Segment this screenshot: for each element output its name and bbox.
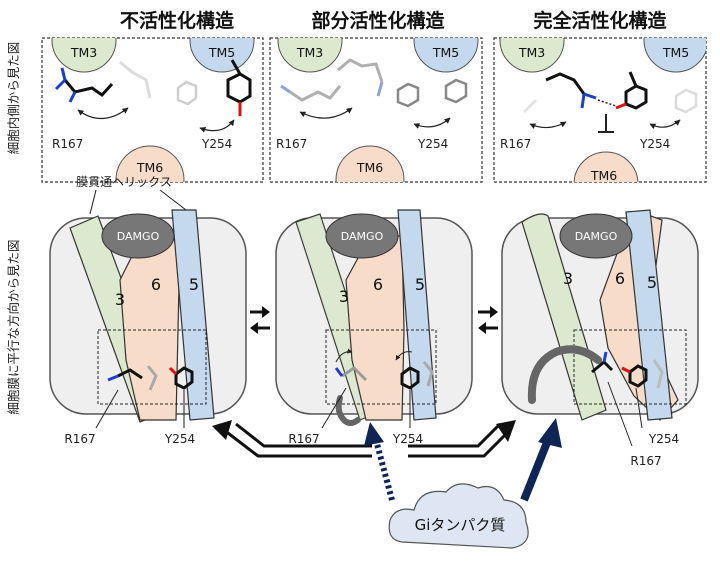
svg-text:DAMGO: DAMGO — [341, 230, 384, 243]
svg-text:Y254: Y254 — [648, 432, 679, 446]
svg-text:Y254: Y254 — [417, 137, 448, 151]
tm5-circle — [189, 38, 255, 73]
tm6-circle — [115, 145, 185, 182]
y254-label: Y254 — [201, 137, 232, 151]
top-panel-full: TM3 TM5 TM6 R167 Y254 — [493, 37, 707, 183]
tm3-circle — [51, 38, 117, 73]
svg-text:3: 3 — [563, 269, 573, 288]
svg-text:6: 6 — [615, 269, 625, 288]
membrane-panel-partial: DAMGO 3 6 5 R167 Y254 — [275, 209, 473, 446]
title-inactive: 不活性化構造 — [120, 9, 235, 32]
damgo-ligand — [101, 213, 175, 259]
tm6-label: TM6 — [136, 160, 163, 175]
svg-text:TM6: TM6 — [590, 168, 617, 183]
svg-text:5: 5 — [189, 275, 199, 294]
svg-text:R167: R167 — [500, 137, 531, 151]
gi-protein-label: Giタンパク質 — [415, 516, 506, 534]
svg-text:Y254: Y254 — [639, 137, 670, 151]
svg-text:6: 6 — [151, 275, 161, 294]
membrane-panel-inactive: DAMGO 3 6 5 R167 Y254 — [49, 209, 247, 446]
svg-text:TM3: TM3 — [296, 45, 323, 60]
equilibrium-arrows — [250, 306, 498, 334]
transmembrane-helix-label: 膜貫通ヘリックス — [76, 175, 172, 189]
tm-pointer-2 — [159, 189, 187, 211]
svg-text:DAMGO: DAMGO — [117, 230, 160, 243]
r167-label: R167 — [52, 137, 83, 151]
tm5-label: TM5 — [208, 45, 235, 60]
y254-ring — [226, 72, 252, 104]
svg-text:3: 3 — [339, 287, 349, 306]
tm3-label: TM3 — [70, 45, 97, 60]
top-panel-inactive: TM3 TM5 TM6 R167 Y254 — [41, 37, 264, 183]
svg-text:DAMGO: DAMGO — [575, 230, 618, 243]
svg-text:R167: R167 — [630, 454, 661, 468]
svg-text:TM6: TM6 — [356, 160, 383, 175]
svg-text:TM3: TM3 — [518, 45, 545, 60]
title-partial: 部分活性化構造 — [311, 9, 445, 32]
svg-text:Y254: Y254 — [164, 432, 195, 446]
svg-text:R167: R167 — [276, 137, 307, 151]
label-membrane-view: 細胞膜に平行な方向から見た図 — [6, 239, 21, 414]
membrane-panel-full: DAMGO 3 6 5 Y254 R167 — [501, 209, 699, 468]
svg-text:Y254: Y254 — [392, 432, 423, 446]
svg-text:TM5: TM5 — [662, 45, 689, 60]
svg-text:R167: R167 — [64, 432, 95, 446]
gi-protein-cloud: Giタンパク質 — [388, 483, 529, 549]
r167-sidechain — [63, 79, 114, 97]
svg-text:R167: R167 — [288, 432, 319, 446]
title-full: 完全活性化構造 — [533, 9, 667, 32]
gi-arrow-partial — [364, 422, 395, 501]
gi-arrow-full — [520, 418, 562, 502]
svg-text:6: 6 — [373, 275, 383, 294]
top-panel-partial: TM3 TM5 TM6 R167 Y254 — [269, 37, 483, 183]
label-intracellular-view: 細胞内側から見た図 — [6, 42, 21, 155]
svg-text:3: 3 — [115, 290, 125, 309]
tm-pointer-1 — [89, 189, 97, 215]
svg-text:TM5: TM5 — [432, 45, 459, 60]
svg-text:5: 5 — [415, 275, 425, 294]
transition-double-arrow — [212, 420, 516, 458]
helix-5 — [171, 209, 215, 421]
svg-text:5: 5 — [647, 273, 657, 292]
